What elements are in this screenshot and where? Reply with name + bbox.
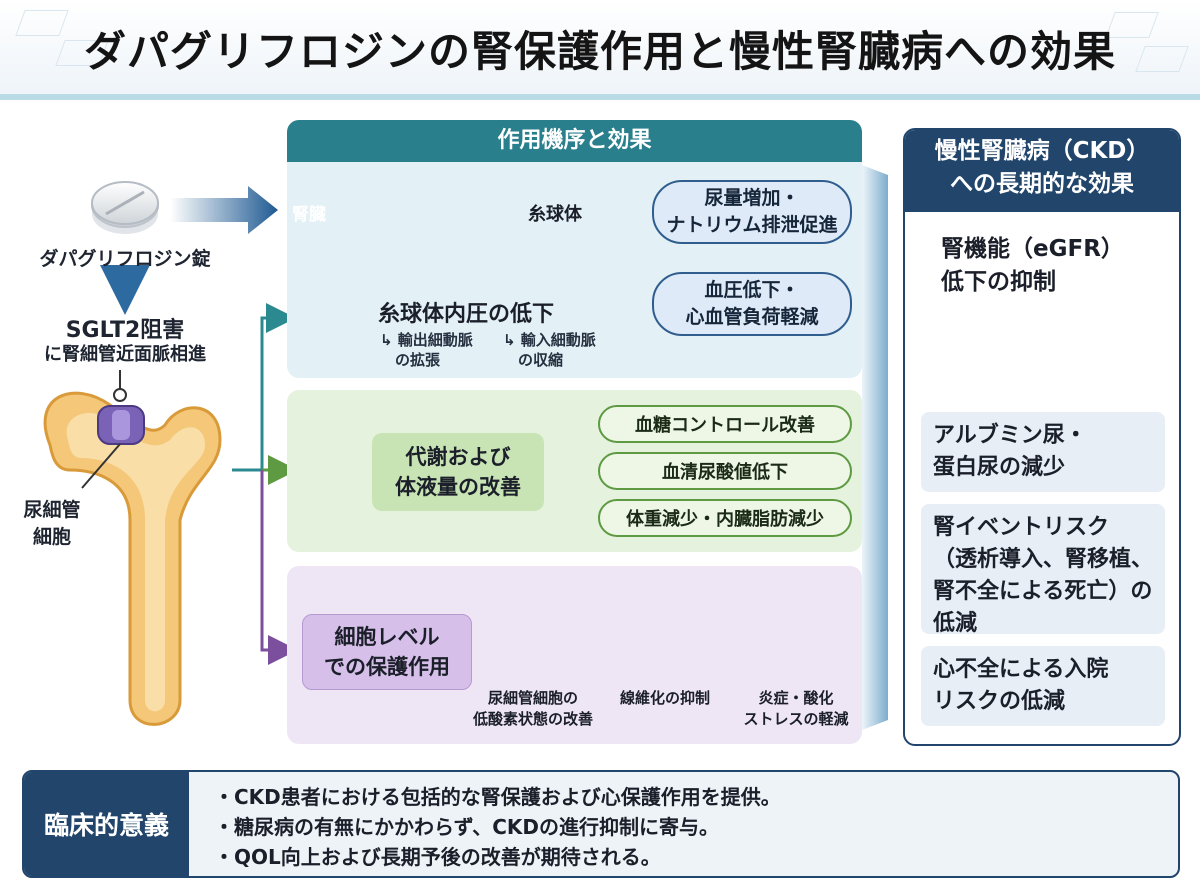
tablet-icon <box>91 181 159 234</box>
clinical-significance-panel: 臨床的意義 ・CKD患者における包括的な腎保護および心保護作用を提供。 ・糖尿病… <box>22 770 1180 878</box>
drug-label: ダパグリフロジン錠 <box>39 248 211 270</box>
metabolic-item: 血糖コントロール改善 <box>598 405 852 443</box>
flow-arrow <box>170 186 278 234</box>
page-title: ダパグリフロジンの腎保護作用と慢性腎臓病への効果 <box>83 27 1116 76</box>
ckd-header: 慢性腎臓病（CKD） への長期的な効果 <box>905 130 1179 212</box>
egfr-title: 腎機能（eGFR） 低下の抑制 <box>941 236 1124 296</box>
ckd-card: 心不全による入院 リスクの低減 <box>921 646 1165 726</box>
kidney-label: 腎臓 <box>292 205 326 225</box>
ckd-card: 腎イベントリスク （透析導入、腎移植、 腎不全による死亡）の 低減 <box>921 504 1165 636</box>
sglt2-transporter-icon <box>97 405 145 445</box>
flow-arrow <box>862 165 888 730</box>
metabolic-title: 代謝および 体液量の改善 <box>372 433 544 511</box>
cellular-caption: 尿細管細胞の 低酸素状態の改善 <box>472 689 593 728</box>
clinical-points: ・CKD患者における包括的な腎保護および心保護作用を提供。 ・糖尿病の有無にかか… <box>214 782 781 872</box>
mechanism-header: 作用機序と効果 <box>287 120 862 162</box>
clinical-header: 臨床的意義 <box>24 772 189 876</box>
effect-blood-pressure: 血圧低下・ 心血管負荷軽減 <box>652 272 852 336</box>
metabolic-item: 体重減少・内臓脂肪減少 <box>598 499 852 537</box>
clinical-point: ・QOL向上および長期予後の改善が期待される。 <box>214 845 661 869</box>
tubule-label: 尿細管 細胞 <box>23 499 81 548</box>
cellular-title: 細胞レベル での保護作用 <box>302 614 472 690</box>
glomerulus-label: 糸球体 <box>528 204 582 225</box>
sglt2-subtitle: に腎細管近面脈相進 <box>44 344 206 365</box>
afferent-constriction: ↳ 輸入細動脈 の収縮 <box>503 331 596 370</box>
effect-urine-sodium: 尿量増加・ ナトリウム排泄促進 <box>652 180 852 244</box>
metabolic-item: 血清尿酸値低下 <box>598 452 852 490</box>
cellular-caption: 線維化の抑制 <box>619 689 710 707</box>
clinical-point: ・CKD患者における包括的な腎保護および心保護作用を提供。 <box>214 785 781 809</box>
efferent-dilation: ↳ 輸出細動脈 の拡張 <box>380 331 473 370</box>
nephron-tubule-illustration <box>43 370 222 726</box>
branch-connector <box>232 303 298 665</box>
pressure-title: 糸球体内圧の低下 <box>378 302 555 327</box>
header-banner: ダパグリフロジンの腎保護作用と慢性腎臓病への効果 <box>0 0 1200 100</box>
cellular-caption: 炎症・酸化 ストレスの軽減 <box>743 689 849 728</box>
sglt2-title: SGLT2阻害 <box>65 318 185 343</box>
clinical-point: ・糖尿病の有無にかかわらず、CKDの進行抑制に寄与。 <box>214 815 719 839</box>
ckd-panel: 慢性腎臓病（CKD） への長期的な効果 腎機能（eGFR） 低下の抑制 アルブミ… <box>903 128 1181 746</box>
ckd-card: アルブミン尿・ 蛋白尿の減少 <box>921 412 1165 492</box>
